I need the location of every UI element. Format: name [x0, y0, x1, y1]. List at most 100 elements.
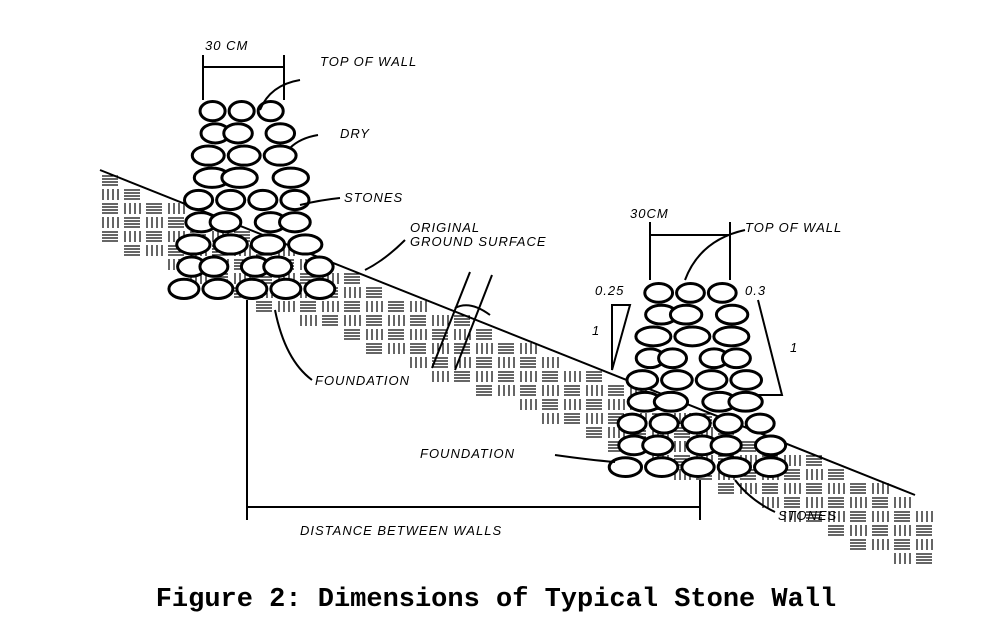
left-wall-stones	[167, 100, 337, 300]
hatch-block	[322, 301, 339, 312]
figure-caption: Figure 2: Dimensions of Typical Stone Wa…	[155, 585, 837, 615]
stone	[716, 456, 753, 479]
hatch-block	[564, 413, 580, 424]
stone	[607, 456, 644, 479]
hatch-block	[872, 511, 889, 522]
hatch-block	[806, 469, 823, 480]
hatch-block	[476, 385, 492, 396]
hatch-block	[476, 357, 492, 368]
left-foundation-label: FOUNDATION	[315, 373, 410, 388]
hatch-block	[916, 553, 932, 564]
stone	[235, 277, 269, 300]
stone	[175, 233, 212, 256]
stone	[657, 347, 689, 370]
stone	[190, 144, 226, 167]
hatch-block	[454, 329, 471, 340]
hatch-block	[872, 525, 888, 536]
stone	[644, 456, 680, 479]
hatch-block	[432, 371, 449, 382]
section-break	[431, 271, 493, 371]
hatch-block	[146, 217, 163, 228]
hatch-block	[894, 539, 910, 550]
hatch-block	[498, 385, 515, 396]
hatch-block	[894, 553, 911, 564]
stone	[729, 369, 763, 391]
left-top-of-wall-label: TOP OF WALL	[320, 54, 417, 69]
stone	[215, 188, 247, 212]
hatch-block	[564, 399, 581, 410]
stone-wall-diagram: 30 CM TOP OF WALL DRY STONES ORIGINAL GR…	[99, 38, 933, 564]
stone	[753, 434, 788, 457]
hatch-block	[916, 539, 933, 550]
hatch-block	[872, 539, 889, 550]
hatch-block	[850, 483, 866, 494]
hatch-block	[388, 329, 404, 340]
stone	[226, 144, 262, 167]
hatch-block	[828, 511, 845, 522]
hatch-block	[168, 203, 185, 214]
hatch-block	[168, 217, 184, 228]
hatch-block	[850, 539, 866, 550]
hatch-block	[410, 329, 427, 340]
hatch-block	[366, 315, 382, 326]
stone	[625, 369, 660, 391]
hatch-block	[586, 427, 602, 438]
stones-label: STONES	[344, 190, 403, 205]
stone	[712, 412, 744, 435]
left-width-label: 30 CM	[205, 38, 248, 53]
hatch-block	[894, 525, 911, 536]
right-stones-label: STONES	[778, 508, 837, 523]
stone	[279, 188, 311, 212]
stone	[256, 100, 285, 123]
hatch-block	[806, 497, 823, 508]
hatch-block	[828, 497, 844, 508]
stone	[706, 282, 738, 304]
stone	[753, 456, 789, 479]
stone	[220, 166, 259, 189]
hatch-block	[850, 497, 867, 508]
hatch-block	[146, 245, 163, 256]
stone	[264, 122, 297, 145]
hatch-block	[124, 245, 140, 256]
hatch-block	[916, 511, 933, 522]
rise-right-label: 1	[790, 340, 798, 355]
stone	[744, 412, 776, 435]
hatch-block	[366, 329, 383, 340]
stone	[212, 233, 249, 256]
hatch-block	[388, 315, 405, 326]
stone	[680, 456, 716, 479]
hatch-block	[586, 385, 603, 396]
hatch-block	[344, 287, 361, 298]
hatch-block	[828, 483, 845, 494]
hatch-block	[432, 357, 448, 368]
hatch-block	[102, 217, 119, 228]
hatch-block	[762, 483, 778, 494]
stone	[262, 255, 294, 278]
hatch-block	[872, 497, 888, 508]
hatch-block	[102, 203, 118, 214]
stone	[648, 412, 680, 435]
hatch-block	[124, 231, 141, 242]
hatch-block	[806, 483, 822, 494]
stone	[680, 412, 712, 435]
hatch-block	[476, 371, 493, 382]
hatch-block	[872, 483, 889, 494]
hatch-block	[542, 399, 558, 410]
hatch-block	[388, 301, 404, 312]
hatch-block	[850, 511, 866, 522]
batter-left-label: 0.25	[595, 283, 624, 298]
ground-label-line1: ORIGINAL	[410, 220, 480, 235]
stone	[227, 100, 256, 123]
hatch-block	[278, 301, 295, 312]
stone	[198, 100, 227, 123]
hatch-block	[102, 175, 118, 186]
hatch-block	[784, 511, 801, 522]
stone	[222, 122, 254, 145]
hatch-block	[102, 189, 119, 200]
batter-right-label: 0.3	[745, 283, 766, 298]
hatch-block	[520, 399, 537, 410]
hatch-block	[454, 371, 470, 382]
stone	[269, 277, 303, 300]
hatch-block	[542, 413, 559, 424]
stone	[709, 434, 743, 457]
